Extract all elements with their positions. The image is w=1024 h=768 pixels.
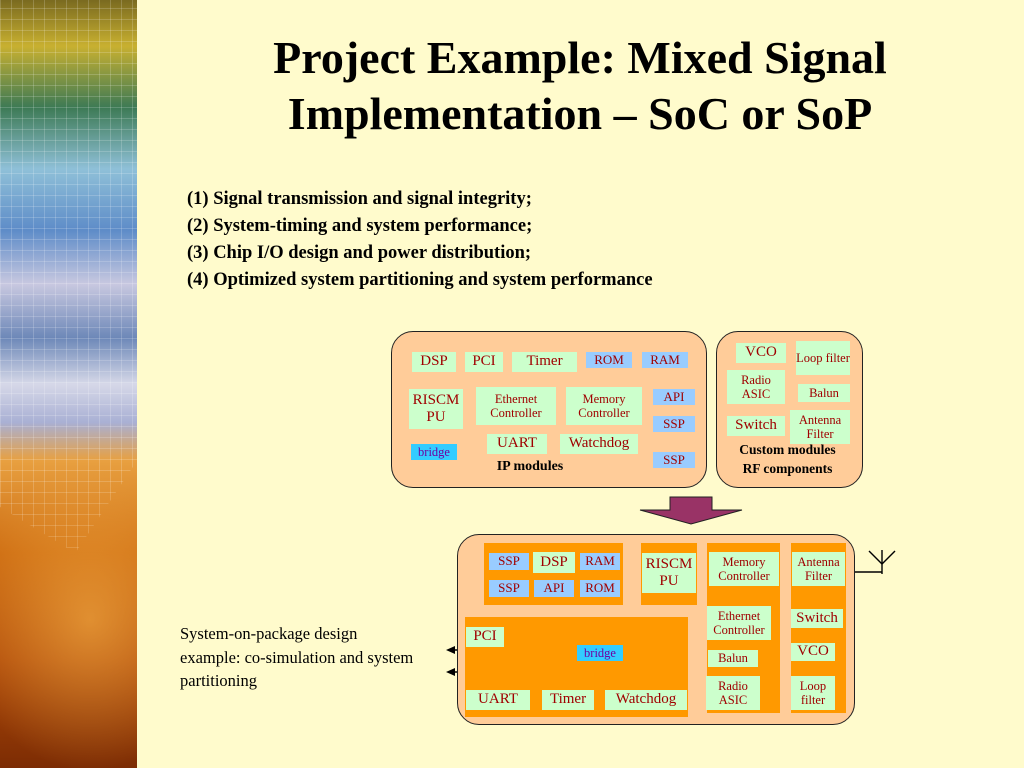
rf-components-label: RF components	[742, 461, 833, 476]
sop-ssp: SSP	[489, 553, 529, 570]
ip-rom: ROM	[586, 352, 632, 368]
sop-watchdog: Watchdog	[605, 690, 687, 710]
sop-radio-asic: Radio ASIC	[706, 676, 760, 710]
rf-switch: Switch	[727, 416, 785, 436]
antenna-arm	[868, 550, 883, 565]
rf-antenna-filter: Antenna Filter	[790, 410, 850, 444]
wafer-die-grid	[0, 0, 137, 553]
wafer-reflection	[0, 470, 137, 768]
sop-ssp: SSP	[489, 580, 529, 597]
external-io-arrow	[446, 646, 455, 654]
ip-memory-controller: Memory Controller	[566, 387, 642, 425]
sop-balun: Balun	[708, 650, 758, 667]
ip-dsp: DSP	[412, 352, 456, 372]
sop-timer: Timer	[542, 690, 594, 710]
rf-radio-asic: Radio ASIC	[727, 370, 785, 404]
sop-memory-controller: Memory Controller	[709, 552, 779, 586]
ip-riscmpu: RISCM PU	[409, 389, 463, 429]
integration-arrow	[639, 496, 743, 525]
sop-pci: PCI	[466, 627, 504, 647]
rf-vco: VCO	[736, 343, 786, 363]
ip-modules-panel: DSP PCI Timer ROM RAM RISCM PU Ethernet …	[391, 331, 707, 488]
sop-vco: VCO	[791, 643, 835, 661]
rf-loop-filter: Loop filter	[796, 341, 850, 375]
wafer-photo	[0, 0, 137, 768]
ip-watchdog: Watchdog	[560, 434, 638, 454]
ip-modules-label: IP modules	[496, 459, 564, 474]
sop-dsp: DSP	[533, 552, 575, 573]
sop-switch: Switch	[791, 609, 843, 628]
sop-antenna-filter: Antenna Filter	[792, 552, 845, 586]
antenna-arm	[881, 550, 896, 565]
ip-ssp: SSP	[653, 452, 695, 468]
title-line-2: Implementation – SoC or SoP	[287, 88, 873, 139]
sop-riscmpu: RISCM PU	[642, 553, 696, 593]
sop-loop-filter: Loop filter	[791, 676, 835, 710]
sop-caption: System-on-package design example: co-sim…	[180, 624, 414, 690]
ip-ssp: SSP	[653, 416, 695, 432]
requirement-item: (4) Optimized system partitioning and sy…	[187, 270, 653, 290]
ip-pci: PCI	[465, 352, 503, 372]
ip-ram: RAM	[642, 352, 688, 368]
requirement-item: (3) Chip I/O design and power distributi…	[187, 243, 532, 263]
rf-balun: Balun	[798, 384, 850, 402]
rf-components-panel: VCO Loop filter Radio ASIC Balun Switch …	[716, 331, 863, 488]
requirement-item: (1) Signal transmission and signal integ…	[187, 189, 532, 209]
sop-uart: UART	[466, 690, 530, 710]
custom-modules-label: Custom modules	[739, 442, 836, 457]
requirement-list: (1) Signal transmission and signal integ…	[187, 186, 653, 294]
sop-panel: SSP DSP RAM SSP API ROM RISCM PU Memory …	[457, 534, 855, 725]
sop-ethernet-controller: Ethernet Controller	[707, 606, 771, 640]
sop-bridge: bridge	[577, 645, 623, 661]
requirement-item: (2) System-timing and system performance…	[187, 216, 533, 236]
external-io-arrow	[446, 668, 455, 676]
sop-ram: RAM	[580, 553, 620, 570]
slide-title: Project Example: Mixed Signal Implementa…	[150, 30, 1010, 142]
title-line-1: Project Example: Mixed Signal	[273, 32, 887, 83]
ip-uart: UART	[487, 434, 547, 454]
ip-bridge: bridge	[411, 444, 457, 460]
ip-ethernet-controller: Ethernet Controller	[476, 387, 556, 425]
sop-api: API	[534, 580, 574, 597]
sop-rom: ROM	[580, 580, 620, 597]
ip-timer: Timer	[512, 352, 577, 372]
ip-api: API	[653, 389, 695, 405]
